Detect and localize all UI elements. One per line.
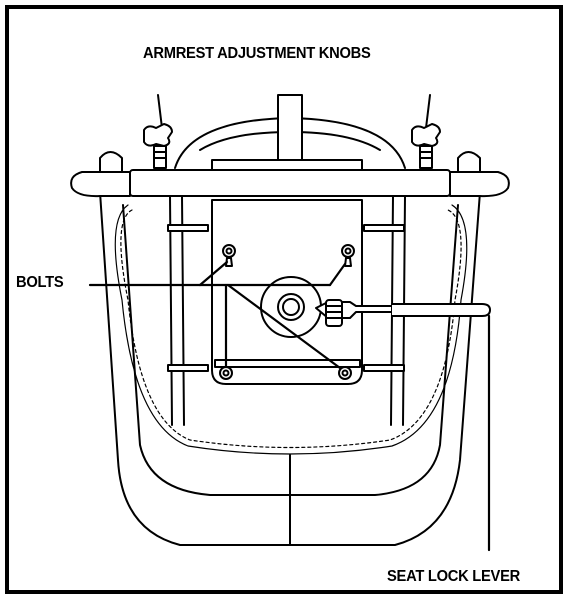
armrest-left-pad	[70, 171, 131, 198]
rail-cross-bottom-right	[363, 364, 405, 372]
seat-seam	[120, 209, 462, 449]
leader-lines	[88, 260, 491, 552]
armrest-knob-right-icon	[411, 94, 441, 169]
bolts-label: BOLTS	[16, 274, 64, 291]
rail-cross-top-right	[363, 224, 405, 232]
armrest-crossbar	[129, 169, 451, 197]
rail-left-inner	[181, 195, 185, 426]
armrest-right-pad	[449, 171, 510, 198]
bolt-icon	[338, 366, 352, 380]
rail-left-outer	[169, 195, 173, 426]
mounting-bar	[214, 359, 361, 368]
swivel-hub-ring	[277, 293, 305, 321]
rail-cross-bottom-left	[167, 364, 209, 372]
swivel-hub-center	[282, 298, 300, 316]
armrest-right-ring	[457, 151, 481, 173]
armrest-left-ring	[99, 151, 123, 173]
seat-lock-lever-icon	[315, 299, 491, 327]
bolt-icon	[341, 244, 355, 267]
rail-cross-top-left	[167, 224, 209, 232]
seat-cushion	[99, 191, 481, 546]
seat-seam-outer	[114, 204, 468, 455]
armrest-knobs-label: ARMREST ADJUSTMENT KNOBS	[143, 45, 371, 62]
backrest-plate	[211, 159, 363, 171]
seat-lock-lever-label: SEAT LOCK LEVER	[387, 568, 520, 585]
seat-cushion-inner	[122, 204, 459, 496]
armrest-knob-left-icon	[143, 94, 173, 169]
backrest-post	[277, 94, 303, 171]
